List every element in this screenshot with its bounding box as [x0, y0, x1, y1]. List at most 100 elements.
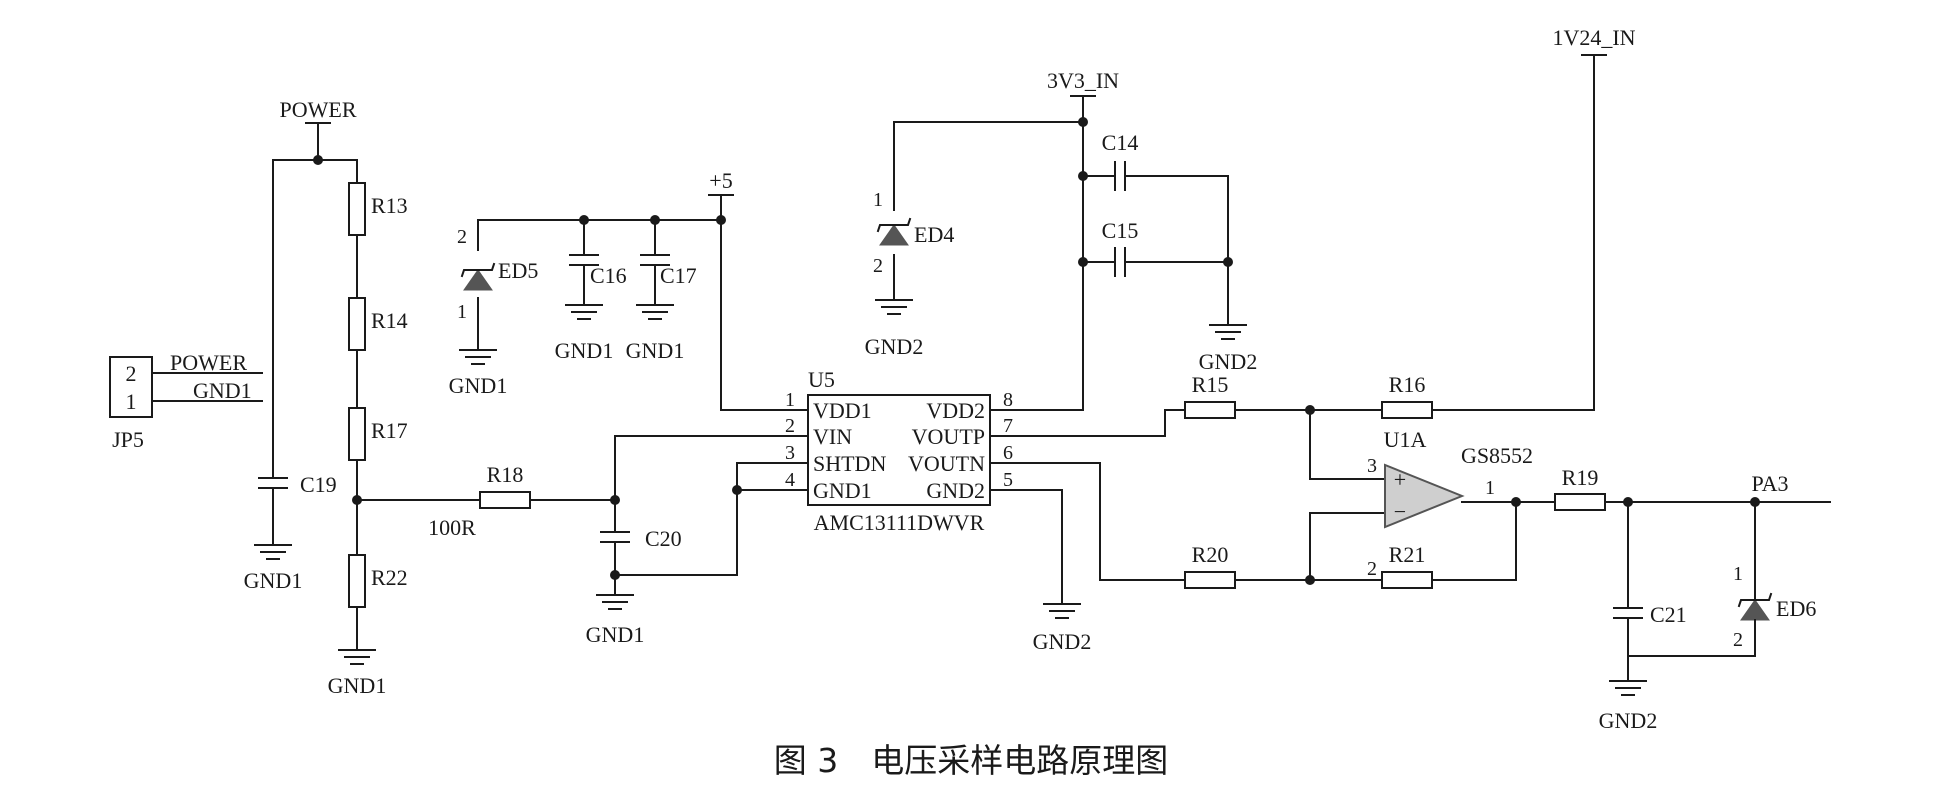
ground-gnd1-c20 [596, 594, 634, 610]
u5-pin-name-shtdn: SHTDN [813, 451, 886, 476]
resistor-r13 [348, 182, 366, 236]
ground-gnd1-c19 [254, 544, 292, 560]
label-r18: R18 [487, 462, 524, 487]
ground-gnd2-u5 [1043, 603, 1081, 619]
ground-gnd1-c17 [636, 304, 674, 320]
resistor-r15 [1184, 401, 1236, 419]
capacitor-c21 [1613, 607, 1643, 619]
label-ed6: ED6 [1776, 596, 1816, 621]
jp5-designator: JP5 [112, 427, 144, 452]
u1a-pin-3: 3 [1367, 455, 1377, 477]
label-ed4: ED4 [914, 222, 954, 247]
resistor-r20 [1184, 571, 1236, 589]
jp5-net-power: POWER [170, 350, 247, 375]
label-c19: C19 [300, 472, 337, 497]
ground-gnd1-ed5 [459, 349, 497, 365]
u5-part-number: AMC13111DWVR [814, 510, 985, 535]
u5-pin-number-4: 4 [785, 469, 795, 491]
resistor-r22 [348, 554, 366, 608]
jp5-net-gnd1: GND1 [193, 378, 252, 403]
resistor-r18 [479, 491, 531, 509]
ground-gnd2-ed4 [875, 299, 913, 315]
label-c16: C16 [590, 263, 627, 288]
u1a-designator: U1A [1384, 427, 1427, 452]
capacitor-c19 [258, 477, 288, 489]
resistor-r19 [1554, 493, 1606, 511]
u5-pin-name-vdd1: VDD1 [813, 398, 872, 423]
ground-gnd1-c16 [565, 304, 603, 320]
u1a-pin-1: 1 [1485, 477, 1495, 499]
label-r21: R21 [1389, 542, 1426, 567]
ic-u5-body [807, 394, 991, 506]
u5-designator: U5 [808, 367, 835, 392]
capacitor-c14 [1114, 161, 1126, 191]
u1a-pin-2: 2 [1367, 558, 1377, 580]
u1a-plus-sign: + [1394, 467, 1406, 492]
resistor-r21 [1381, 571, 1433, 589]
label-r15: R15 [1192, 372, 1229, 397]
label-r16: R16 [1389, 372, 1426, 397]
diode-ed4 [876, 217, 912, 246]
label-r20: R20 [1192, 542, 1229, 567]
u5-pin-number-3: 3 [785, 442, 795, 464]
capacitor-c20 [600, 531, 630, 543]
gnd-label-ed4: GND2 [865, 334, 924, 359]
u5-pin-name-voutp: VOUTP [912, 424, 985, 449]
junction-dots [313, 117, 1760, 585]
net-label-1v24-in: 1V24_IN [1552, 25, 1635, 50]
resistors [348, 182, 1606, 608]
label-r19: R19 [1562, 465, 1599, 490]
net-label-pa3: PA3 [1751, 471, 1788, 496]
label-r22: R22 [371, 565, 408, 590]
ed6-pin-1: 1 [1733, 563, 1743, 585]
gnd-label-u5: GND2 [1033, 629, 1092, 654]
u5-pin-number-8: 8 [1003, 389, 1013, 411]
ground-symbols [254, 299, 1647, 696]
u1a-minus-sign: − [1394, 499, 1406, 524]
gnd-label-c17: GND1 [626, 338, 685, 363]
jp5-pin-1: 1 [126, 389, 137, 414]
u5-pin-number-2: 2 [785, 415, 795, 437]
resistor-r16 [1381, 401, 1433, 419]
gnd-label-c14: GND2 [1199, 349, 1258, 374]
label-c20: C20 [645, 526, 682, 551]
power-ports [305, 54, 1607, 196]
labels: POWER +5 3V3_IN 1V24_IN PA3 2 1 POWER GN… [112, 25, 1816, 780]
label-c17: C17 [660, 263, 697, 288]
figure-caption: 图 3 电压采样电路原理图 [774, 741, 1169, 780]
ground-gnd2-c14 [1209, 324, 1247, 340]
u5-pin-name-voutn: VOUTN [908, 451, 985, 476]
u5-pin-name-gnd1: GND1 [813, 478, 872, 503]
label-r17: R17 [371, 418, 408, 443]
resistor-r14 [348, 297, 366, 351]
label-ed5: ED5 [498, 258, 538, 283]
wires [151, 54, 1831, 682]
gnd-label-ed5: GND1 [449, 373, 508, 398]
u5-pin-name-vin: VIN [813, 424, 852, 449]
ground-gnd2-c21 [1609, 680, 1647, 696]
diode-ed5 [460, 262, 496, 291]
ground-gnd1-r22 [338, 649, 376, 665]
gnd-label-c16: GND1 [555, 338, 614, 363]
u5-pin-number-7: 7 [1003, 415, 1013, 437]
opamp-u1a [1384, 463, 1465, 529]
net-label-3v3-in: 3V3_IN [1047, 68, 1119, 93]
label-c21: C21 [1650, 602, 1687, 627]
gnd-label-c19: GND1 [244, 568, 303, 593]
label-r14: R14 [371, 308, 408, 333]
connector-jp5-body [109, 356, 153, 418]
label-r13: R13 [371, 193, 408, 218]
gnd-label-r22: GND1 [328, 673, 387, 698]
diode-ed6 [1737, 579, 1773, 641]
capacitors [258, 161, 1643, 619]
u5-pin-name-vdd2: VDD2 [926, 398, 985, 423]
u5-pin-number-5: 5 [1003, 469, 1013, 491]
u5-pin-number-6: 6 [1003, 442, 1013, 464]
u5-pin-name-gnd2: GND2 [926, 478, 985, 503]
jp5-pin-2: 2 [126, 361, 137, 386]
label-c15: C15 [1102, 218, 1139, 243]
label-c14: C14 [1102, 130, 1139, 155]
u5-pin-number-1: 1 [785, 389, 795, 411]
